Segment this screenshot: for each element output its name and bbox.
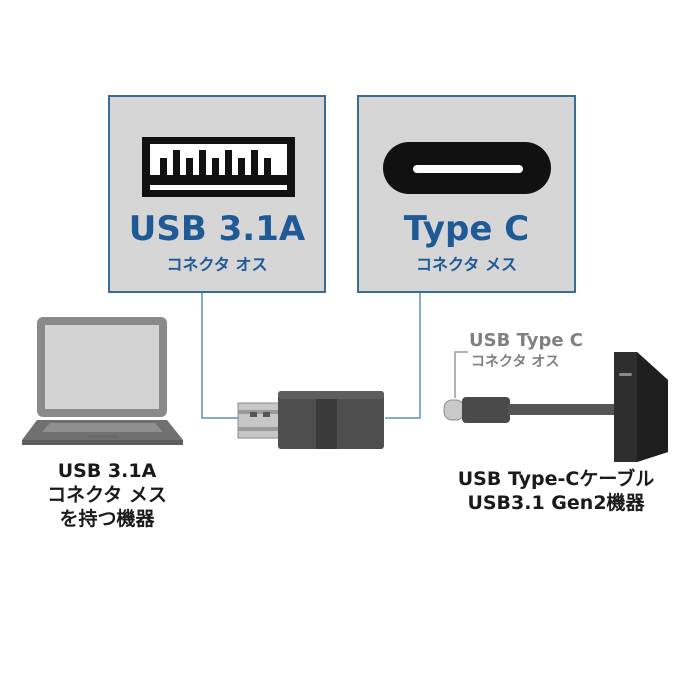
caption-right: USB Type-Cケーブル USB3.1 Gen2機器 <box>420 467 692 515</box>
callout-title: USB Type C <box>469 330 584 351</box>
leader-line-callout <box>454 351 468 398</box>
type-c-panel-subtitle: コネクタ メス <box>416 255 517 274</box>
caption-left-line: USB 3.1A <box>57 460 157 482</box>
type-c-connector-panel: Type C コネクタ メス <box>357 95 576 293</box>
type-c-cable-icon <box>443 397 618 423</box>
usb-a-panel-subtitle: コネクタ オス <box>166 255 268 274</box>
leader-lines <box>201 293 421 419</box>
type-c-panel-title: Type C <box>403 209 530 249</box>
leader-line-usb-a <box>201 293 240 419</box>
callout-subtitle: コネクタ オス <box>471 354 560 370</box>
caption-left-line: を持つ機器 <box>59 508 155 530</box>
leader-line-type-c <box>385 293 421 419</box>
caption-left-line: コネクタ メス <box>47 484 167 506</box>
caption-right-line: USB3.1 Gen2機器 <box>467 492 645 514</box>
caption-left: USB 3.1A コネクタ メス を持つ機器 <box>12 459 202 531</box>
caption-right-line: USB Type-Cケーブル <box>457 468 655 490</box>
usb-a-panel-title: USB 3.1A <box>128 209 306 249</box>
laptop-icon <box>22 317 183 445</box>
usb-a-connector-panel: USB 3.1A コネクタ オス <box>108 95 326 293</box>
gen2-device-icon <box>614 352 668 462</box>
adapter-icon <box>237 391 384 449</box>
